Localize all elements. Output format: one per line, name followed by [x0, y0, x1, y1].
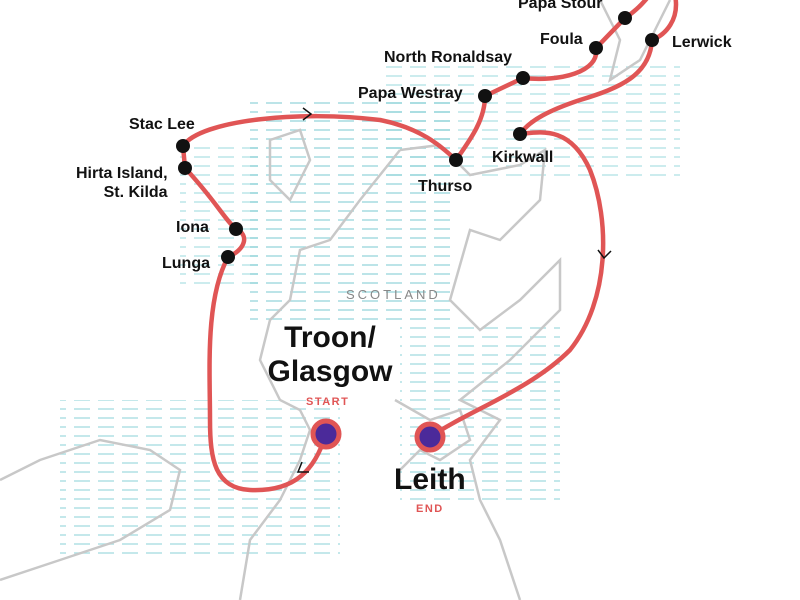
stop-label-hirta: Hirta Island, St. Kilda — [76, 164, 168, 202]
stop-label-lunga: Lunga — [162, 255, 210, 272]
stop-label-kirkwall: Kirkwall — [492, 149, 554, 166]
end-port-label: Leith — [394, 463, 466, 496]
start-port-label-line1: Troon/ — [284, 321, 376, 354]
stop-label-iona: Iona — [176, 219, 209, 236]
stop-label-foula: Foula — [540, 31, 583, 48]
start-port-label: Troon/ Glasgow — [258, 321, 402, 389]
stop-label-lerwick: Lerwick — [672, 34, 732, 51]
stop-marker-papa-stour — [618, 11, 632, 25]
direction-arrows — [296, 107, 612, 473]
stop-label-hirta-line2: St. Kilda — [103, 184, 168, 201]
stop-marker-lerwick — [645, 33, 659, 47]
stop-marker-iona — [229, 222, 243, 236]
stop-label-north-ronaldsay: North Ronaldsay — [384, 49, 513, 66]
end-tag: END — [416, 503, 444, 515]
water-hatching — [60, 60, 680, 560]
stop-marker-thurso — [449, 153, 463, 167]
arrow-icon — [597, 249, 612, 260]
stop-marker-foula — [589, 41, 603, 55]
stop-label-thurso: Thurso — [418, 178, 473, 195]
stop-marker-hirta — [178, 161, 192, 175]
stop-label-hirta-line1: Hirta Island, — [76, 165, 168, 182]
stop-label-stac-lee: Stac Lee — [129, 116, 195, 133]
stop-marker-papa-westray — [478, 89, 492, 103]
stop-label-papa-westray: Papa Westray — [358, 85, 463, 102]
start-port-marker — [310, 418, 342, 450]
arrow-icon — [302, 107, 313, 121]
region-label-scotland: SCOTLAND — [346, 287, 441, 302]
arrow-icon — [296, 461, 309, 473]
end-port-marker — [414, 421, 446, 453]
start-port-label-line2: Glasgow — [267, 355, 393, 388]
stop-markers — [176, 11, 659, 264]
stop-marker-north-ronaldsay — [516, 71, 530, 85]
stop-marker-lunga — [221, 250, 235, 264]
stop-marker-stac-lee — [176, 139, 190, 153]
stop-label-papa-stour: Papa Stour — [518, 0, 603, 12]
stop-marker-kirkwall — [513, 127, 527, 141]
start-tag: START — [306, 396, 350, 408]
